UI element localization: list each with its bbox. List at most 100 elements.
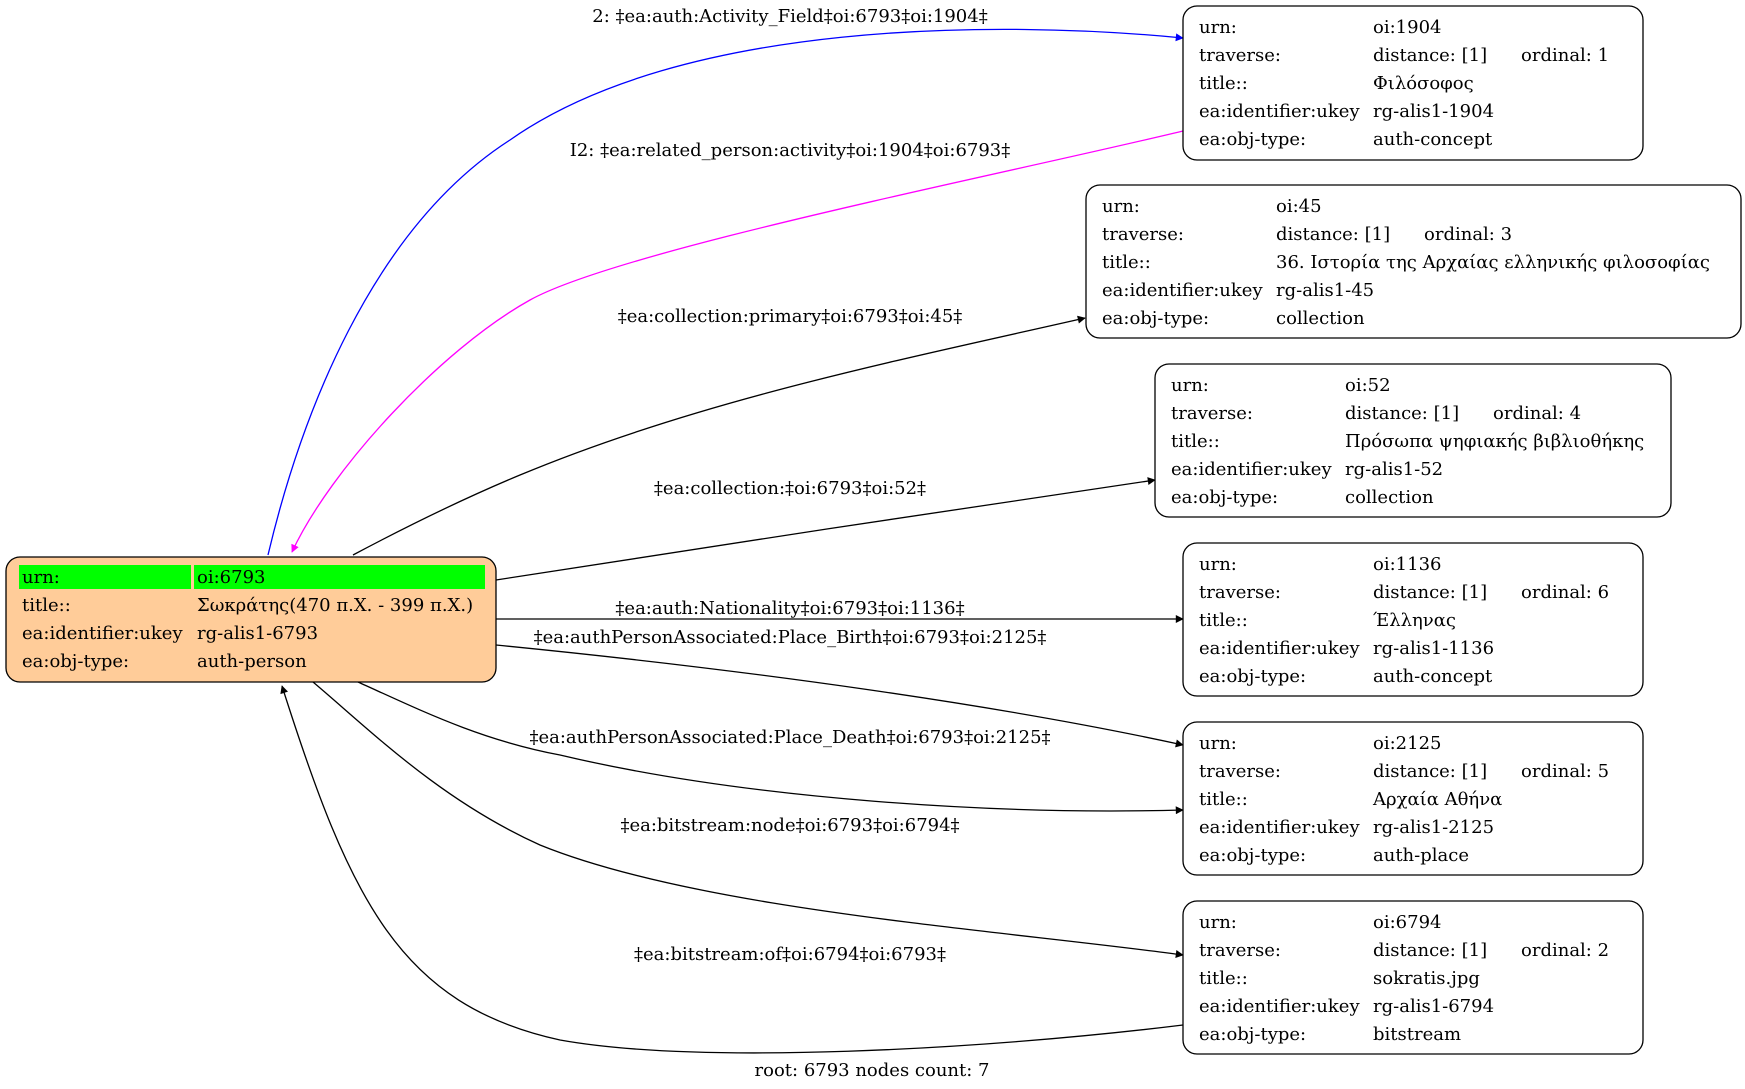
node-row-value: ordinal: 1 xyxy=(1521,45,1609,66)
node-row-key: ea:obj-type: xyxy=(1199,666,1306,687)
node-row-value: oi:1136 xyxy=(1373,554,1441,575)
edge-related-person-activity[interactable]: I2: ‡ea:related_person:activity‡oi:1904‡… xyxy=(291,130,1184,553)
edges: 2: ‡ea:auth:Activity_Field‡oi:6793‡oi:19… xyxy=(267,6,1184,1054)
root-row-value: rg-alis1-6793 xyxy=(197,623,318,644)
node-box xyxy=(1182,721,1644,876)
edge-label: ‡ea:authPersonAssociated:Place_Death‡oi:… xyxy=(529,727,1050,748)
node-row-value: ordinal: 3 xyxy=(1424,224,1512,245)
edge-place-death[interactable]: ‡ea:authPersonAssociated:Place_Death‡oi:… xyxy=(357,681,1184,815)
node-row-value: rg-alis1-52 xyxy=(1345,459,1443,480)
edge-label: 2: ‡ea:auth:Activity_Field‡oi:6793‡oi:19… xyxy=(592,6,987,27)
node-row-key: title:: xyxy=(1199,789,1248,810)
node-row-value: ordinal: 5 xyxy=(1521,761,1609,782)
node-box xyxy=(1085,184,1742,339)
node-row-key: ea:identifier:ukey xyxy=(1199,996,1360,1017)
node-row-value: ordinal: 2 xyxy=(1521,940,1609,961)
node-row-value: oi:6794 xyxy=(1373,912,1441,933)
node-row-key: urn: xyxy=(1171,375,1209,396)
edge-line xyxy=(291,130,1184,553)
node-row-value: rg-alis1-45 xyxy=(1276,280,1374,301)
root-row-key: ea:obj-type: xyxy=(22,651,129,672)
node-row-key: traverse: xyxy=(1199,582,1281,603)
node-row-key: title:: xyxy=(1102,252,1151,273)
edge-line xyxy=(267,28,1184,556)
edge-place-birth[interactable]: ‡ea:authPersonAssociated:Place_Birth‡oi:… xyxy=(495,627,1184,748)
edge-activity-field[interactable]: 2: ‡ea:auth:Activity_Field‡oi:6793‡oi:19… xyxy=(267,6,1184,556)
node-oi-52[interactable]: urn: oi:52 traverse: distance: [1] ordinal: … xyxy=(1154,363,1672,518)
node-row-key: traverse: xyxy=(1171,403,1253,424)
edge-label: ‡ea:bitstream:node‡oi:6793‡oi:6794‡ xyxy=(620,815,959,836)
node-row-value: oi:45 xyxy=(1276,196,1322,217)
node-row-value: oi:52 xyxy=(1345,375,1391,396)
node-row-value: distance: [1] xyxy=(1373,761,1487,782)
node-row-key: ea:identifier:ukey xyxy=(1199,817,1360,838)
edge-bitstream-of[interactable]: ‡ea:bitstream:of‡oi:6794‡oi:6793‡ xyxy=(280,685,1184,1054)
node-row-value: Έλληνας xyxy=(1373,610,1456,631)
node-row-value: Πρόσωπα ψηφιακής βιβλιοθήκης xyxy=(1345,431,1644,452)
edge-line xyxy=(495,644,1184,748)
node-row-value: distance: [1] xyxy=(1373,582,1487,603)
node-row-value: Φιλόσοφος xyxy=(1373,73,1474,94)
edge-line xyxy=(280,685,1184,1054)
node-row-value: auth-concept xyxy=(1373,666,1493,687)
node-row-value: distance: [1] xyxy=(1373,940,1487,961)
node-row-value: collection xyxy=(1276,308,1365,329)
node-oi-45[interactable]: urn: oi:45 traverse: distance: [1] ordinal: … xyxy=(1085,184,1742,339)
node-row-value: rg-alis1-1904 xyxy=(1373,101,1494,122)
root-row-key: urn: xyxy=(22,567,60,588)
node-row-value: collection xyxy=(1345,487,1434,508)
root-node[interactable]: urn: oi:6793 title:: Σωκράτης(470 π.Χ. -… xyxy=(5,556,497,683)
node-row-value: ordinal: 6 xyxy=(1521,582,1609,603)
node-row-key: urn: xyxy=(1199,733,1237,754)
root-row-key: ea:identifier:ukey xyxy=(22,623,183,644)
node-row-key: ea:identifier:ukey xyxy=(1199,101,1360,122)
node-row-key: title:: xyxy=(1199,610,1248,631)
node-box xyxy=(1154,363,1672,518)
node-row-value: distance: [1] xyxy=(1276,224,1390,245)
root-row-value: Σωκράτης(470 π.Χ. - 399 π.Χ.) xyxy=(197,595,473,616)
node-row-value: oi:2125 xyxy=(1373,733,1441,754)
node-row-key: traverse: xyxy=(1199,940,1281,961)
node-row-key: ea:obj-type: xyxy=(1199,845,1306,866)
root-row-key: title:: xyxy=(22,595,71,616)
node-row-key: urn: xyxy=(1199,17,1237,38)
node-row-key: traverse: xyxy=(1102,224,1184,245)
node-row-value: ordinal: 4 xyxy=(1493,403,1581,424)
node-row-value: auth-concept xyxy=(1373,129,1493,150)
node-row-value: 36. Ιστορία της Αρχαίας ελληνικής φιλοσο… xyxy=(1276,252,1710,273)
node-row-key: urn: xyxy=(1102,196,1140,217)
node-row-key: ea:obj-type: xyxy=(1199,1024,1306,1045)
node-oi-6794[interactable]: urn: oi:6794 traverse: distance: [1] ordinal… xyxy=(1182,900,1644,1055)
edge-collection[interactable]: ‡ea:collection:‡oi:6793‡oi:52‡ xyxy=(495,477,1156,581)
edge-line xyxy=(357,681,1184,815)
node-row-key: urn: xyxy=(1199,912,1237,933)
root-row-value: auth-person xyxy=(197,651,307,672)
edge-label: ‡ea:bitstream:of‡oi:6794‡oi:6793‡ xyxy=(634,944,946,965)
node-row-key: ea:identifier:ukey xyxy=(1199,638,1360,659)
node-row-key: ea:identifier:ukey xyxy=(1171,459,1332,480)
node-row-value: rg-alis1-6794 xyxy=(1373,996,1494,1017)
node-row-key: ea:obj-type: xyxy=(1102,308,1209,329)
node-row-value: oi:1904 xyxy=(1373,17,1441,38)
node-row-value: distance: [1] xyxy=(1373,45,1487,66)
edge-line xyxy=(352,315,1086,556)
root-row-value: oi:6793 xyxy=(197,567,265,588)
node-row-value: bitstream xyxy=(1373,1024,1461,1045)
node-box xyxy=(1182,900,1644,1055)
edge-label: ‡ea:auth:Nationality‡oi:6793‡oi:1136‡ xyxy=(615,598,964,619)
graph-footer: root: 6793 nodes count: 7 xyxy=(755,1060,990,1081)
edge-label: ‡ea:authPersonAssociated:Place_Birth‡oi:… xyxy=(534,627,1047,648)
edge-label: I2: ‡ea:related_person:activity‡oi:1904‡… xyxy=(570,140,1011,161)
edge-bitstream-node[interactable]: ‡ea:bitstream:node‡oi:6793‡oi:6794‡ xyxy=(312,681,1184,958)
edge-line xyxy=(495,477,1156,581)
node-box xyxy=(1182,5,1644,161)
edge-label: ‡ea:collection:primary‡oi:6793‡oi:45‡ xyxy=(618,306,963,327)
node-row-value: auth-place xyxy=(1373,845,1469,866)
edge-nationality[interactable]: ‡ea:auth:Nationality‡oi:6793‡oi:1136‡ xyxy=(496,598,1184,623)
node-row-value: distance: [1] xyxy=(1345,403,1459,424)
edge-collection-primary[interactable]: ‡ea:collection:primary‡oi:6793‡oi:45‡ xyxy=(352,306,1086,556)
